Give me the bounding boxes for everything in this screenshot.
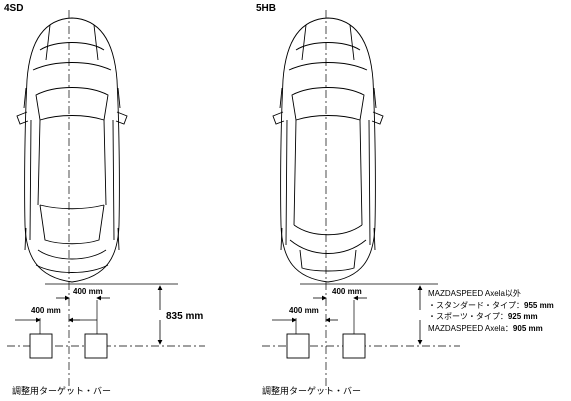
right-offset-dimension: 400 mm: [332, 287, 362, 296]
left-height-dimension: 835 mm: [166, 311, 204, 322]
note-line-1: MAZDASPEED Axela以外: [428, 289, 521, 298]
left-offset-dimension: 400 mm: [73, 287, 103, 296]
note-line-4-value: 905 mm: [512, 324, 543, 333]
note-line-4-prefix: MAZDASPEED Axela：: [428, 324, 513, 333]
right-target-bar-2: [342, 333, 366, 359]
note-line-3: ・スポーツ・タイプ：925 mm: [428, 313, 538, 321]
left-spacing-dimension: 400 mm: [31, 306, 61, 315]
left-target-bar-caption: 調整用ターゲット・バー: [12, 386, 112, 396]
variant-label-5hb: 5HB: [256, 3, 277, 14]
right-target-bar-caption: 調整用ターゲット・バー: [262, 386, 362, 396]
right-target-bar-1: [286, 333, 310, 359]
note-line-3-value: 925 mm: [507, 312, 538, 321]
note-line-2-prefix: ・スタンダード・タイプ：: [428, 301, 524, 310]
left-target-bar-1: [29, 333, 53, 359]
right-dimension-lines: [272, 285, 423, 345]
note-line-3-prefix: ・スポーツ・タイプ：: [428, 312, 508, 321]
note-line-4: MAZDASPEED Axela：905 mm: [428, 325, 543, 333]
sedan-top-view: [16, 17, 128, 283]
right-guide-lines: [262, 10, 460, 390]
note-line-2: ・スタンダード・タイプ：955 mm: [428, 302, 554, 310]
hatchback-top-view: [272, 17, 384, 283]
variant-label-4sd: 4SD: [4, 3, 24, 14]
left-dimension-lines: [15, 285, 163, 345]
right-spacing-dimension: 400 mm: [289, 306, 319, 315]
note-line-2-value: 955 mm: [524, 301, 554, 310]
left-target-bar-2: [84, 333, 108, 359]
